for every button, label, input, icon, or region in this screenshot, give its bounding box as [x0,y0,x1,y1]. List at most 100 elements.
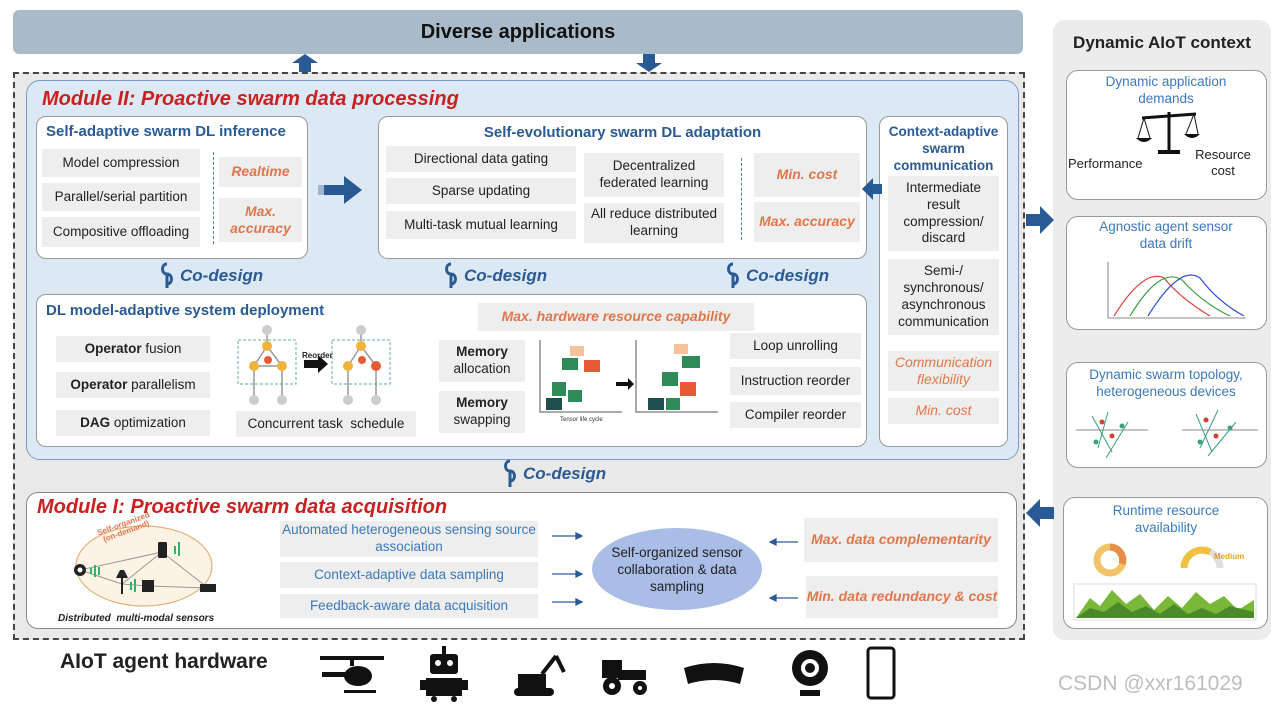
inference-title: Self-adaptive swarm DL inference [46,123,286,140]
context-card [1066,216,1267,330]
compiler-item: Loop unrolling [730,333,861,359]
divider [213,152,214,244]
arrow-from-context [1026,499,1054,527]
context-title: Dynamic AIoT context [1073,33,1251,52]
context-card [1066,70,1267,200]
center-ellipse [592,528,762,610]
inference-item: Parallel/serial partition [42,183,200,211]
deployment-goal: Max. hardware resource capability [478,303,754,331]
operator-rest: parallelism [127,376,196,392]
communication-title: Context-adaptive swarm communication [888,124,999,173]
robot-icon [420,646,468,702]
codesign-label: Co-design [726,262,829,290]
swarm-topology-illustration [1076,409,1258,459]
up-arrow-icon [292,54,318,72]
right-arrow-icon [318,176,362,204]
codesign-text: Co-design [746,266,830,285]
top-bar: Diverse applications [13,10,1023,54]
arrows-to-center [552,531,584,607]
left-arrow-icon [862,178,882,200]
module1-title: Module I: Proactive swarm data acquisiti… [37,496,448,518]
operator-bold: DAG [80,414,111,430]
compiler-item: Compiler reorder [730,402,861,428]
chain-link-icon [727,262,739,288]
schedule-label: Concurrent task schedule [236,411,416,437]
memory-axis-label: Tensor life cycle [560,417,603,423]
memory-illustration [539,340,718,413]
acquisition-goal: Min. data redundancy & cost [806,576,998,618]
acquisition-item: Context-adaptive data sampling [280,562,538,588]
memory-bold: Memory [456,395,508,411]
codesign-label: Co-design [503,459,606,489]
adaptation-item: Multi-task mutual learning [386,211,576,239]
adaptation-title: Self-evolutionary swarm DL adaptation [483,124,762,141]
webcam-icon [792,650,828,696]
operator-item: Operator fusion [56,336,210,362]
chain-link-icon [445,262,457,288]
phone-icon [866,646,896,700]
operator-rest: optimization [110,414,186,430]
watermark: CSDN @xxr161029 [1058,672,1243,695]
arrows-from-goals [768,537,798,603]
gauge-label: Medium [1214,552,1245,561]
memory-bold: Memory [456,344,508,360]
adaptation-item: Sparse updating [386,178,576,204]
memory-rest: swapping [453,412,511,427]
context-card-title: Runtime resource availability [1112,503,1220,535]
arrow-to-context [1026,206,1054,234]
excavator-icon [514,654,566,696]
adaptation-item: All reduce distributed learning [584,203,724,243]
inference-goal: Max. accuracy [219,198,302,242]
operator-bold: Operator [84,340,142,356]
sensors-illustration [74,525,216,607]
codesign-label: Co-design [444,262,547,290]
scale-icon [1136,112,1200,154]
center-text: Self-organized sensor collaboration & da… [611,545,743,594]
chain-link-icon [504,459,516,487]
down-arrow-icon [636,54,662,72]
inference-item: Model compression [42,149,200,177]
context-card-title: Agnostic agent sensor data drift [1099,219,1233,251]
compiler-item: Instruction reorder [730,367,861,395]
data-drift-chart [1107,262,1246,319]
deployment-title: DL model-adaptive system deployment [46,302,325,319]
memory-rest: allocation [453,361,511,376]
module2-title: Module II: Proactive swarm data processi… [42,88,459,110]
adaptation-item: Directional data gating [386,146,576,172]
helicopter-icon [320,656,384,693]
context-card-title: Dynamic swarm topology, heterogeneous de… [1089,367,1243,399]
sensors-label: Distributed multi-modal sensors [58,613,215,624]
acquisition-goal: Max. data complementarity [804,518,998,562]
codesign-text: Co-design [464,266,548,285]
communication-goal: Communication flexibility [888,351,999,391]
communication-goal: Min. cost [888,398,999,424]
operator-item: DAG optimization [56,410,210,436]
adaptation-goal: Max. accuracy [754,202,860,242]
scale-left-label: Performance [1068,156,1143,171]
hardware-label: AIoT agent hardware [60,650,268,673]
divider [741,158,742,240]
communication-item: Semi-/ synchronous/ asynchronous communi… [888,259,999,335]
communication-item: Intermediate result compression/ discard [888,176,999,251]
adaptation-goal: Min. cost [754,153,860,197]
codesign-label: Co-design [160,262,263,290]
inference-goal: Realtime [219,157,302,187]
chain-link-icon [161,262,173,288]
operator-rest: fusion [141,340,182,356]
acquisition-item: Feedback-aware data acquisition [280,594,538,618]
operator-bold: Operator [70,376,128,392]
tractor-icon [602,660,647,695]
context-card [1066,362,1267,468]
context-card-title: Dynamic application demands [1105,74,1227,106]
resource-dashboard [1073,543,1257,621]
vr-headset-icon [684,663,744,684]
top-bar-title: Diverse applications [420,20,616,43]
codesign-text: Co-design [523,464,607,483]
inference-item: Compositive offloading [42,217,200,247]
operator-item: Operator parallelism [56,372,210,398]
reorder-label: Reorder [302,351,333,360]
codesign-text: Co-design [180,266,264,285]
acquisition-item: Automated heterogeneous sensing source a… [280,521,538,557]
